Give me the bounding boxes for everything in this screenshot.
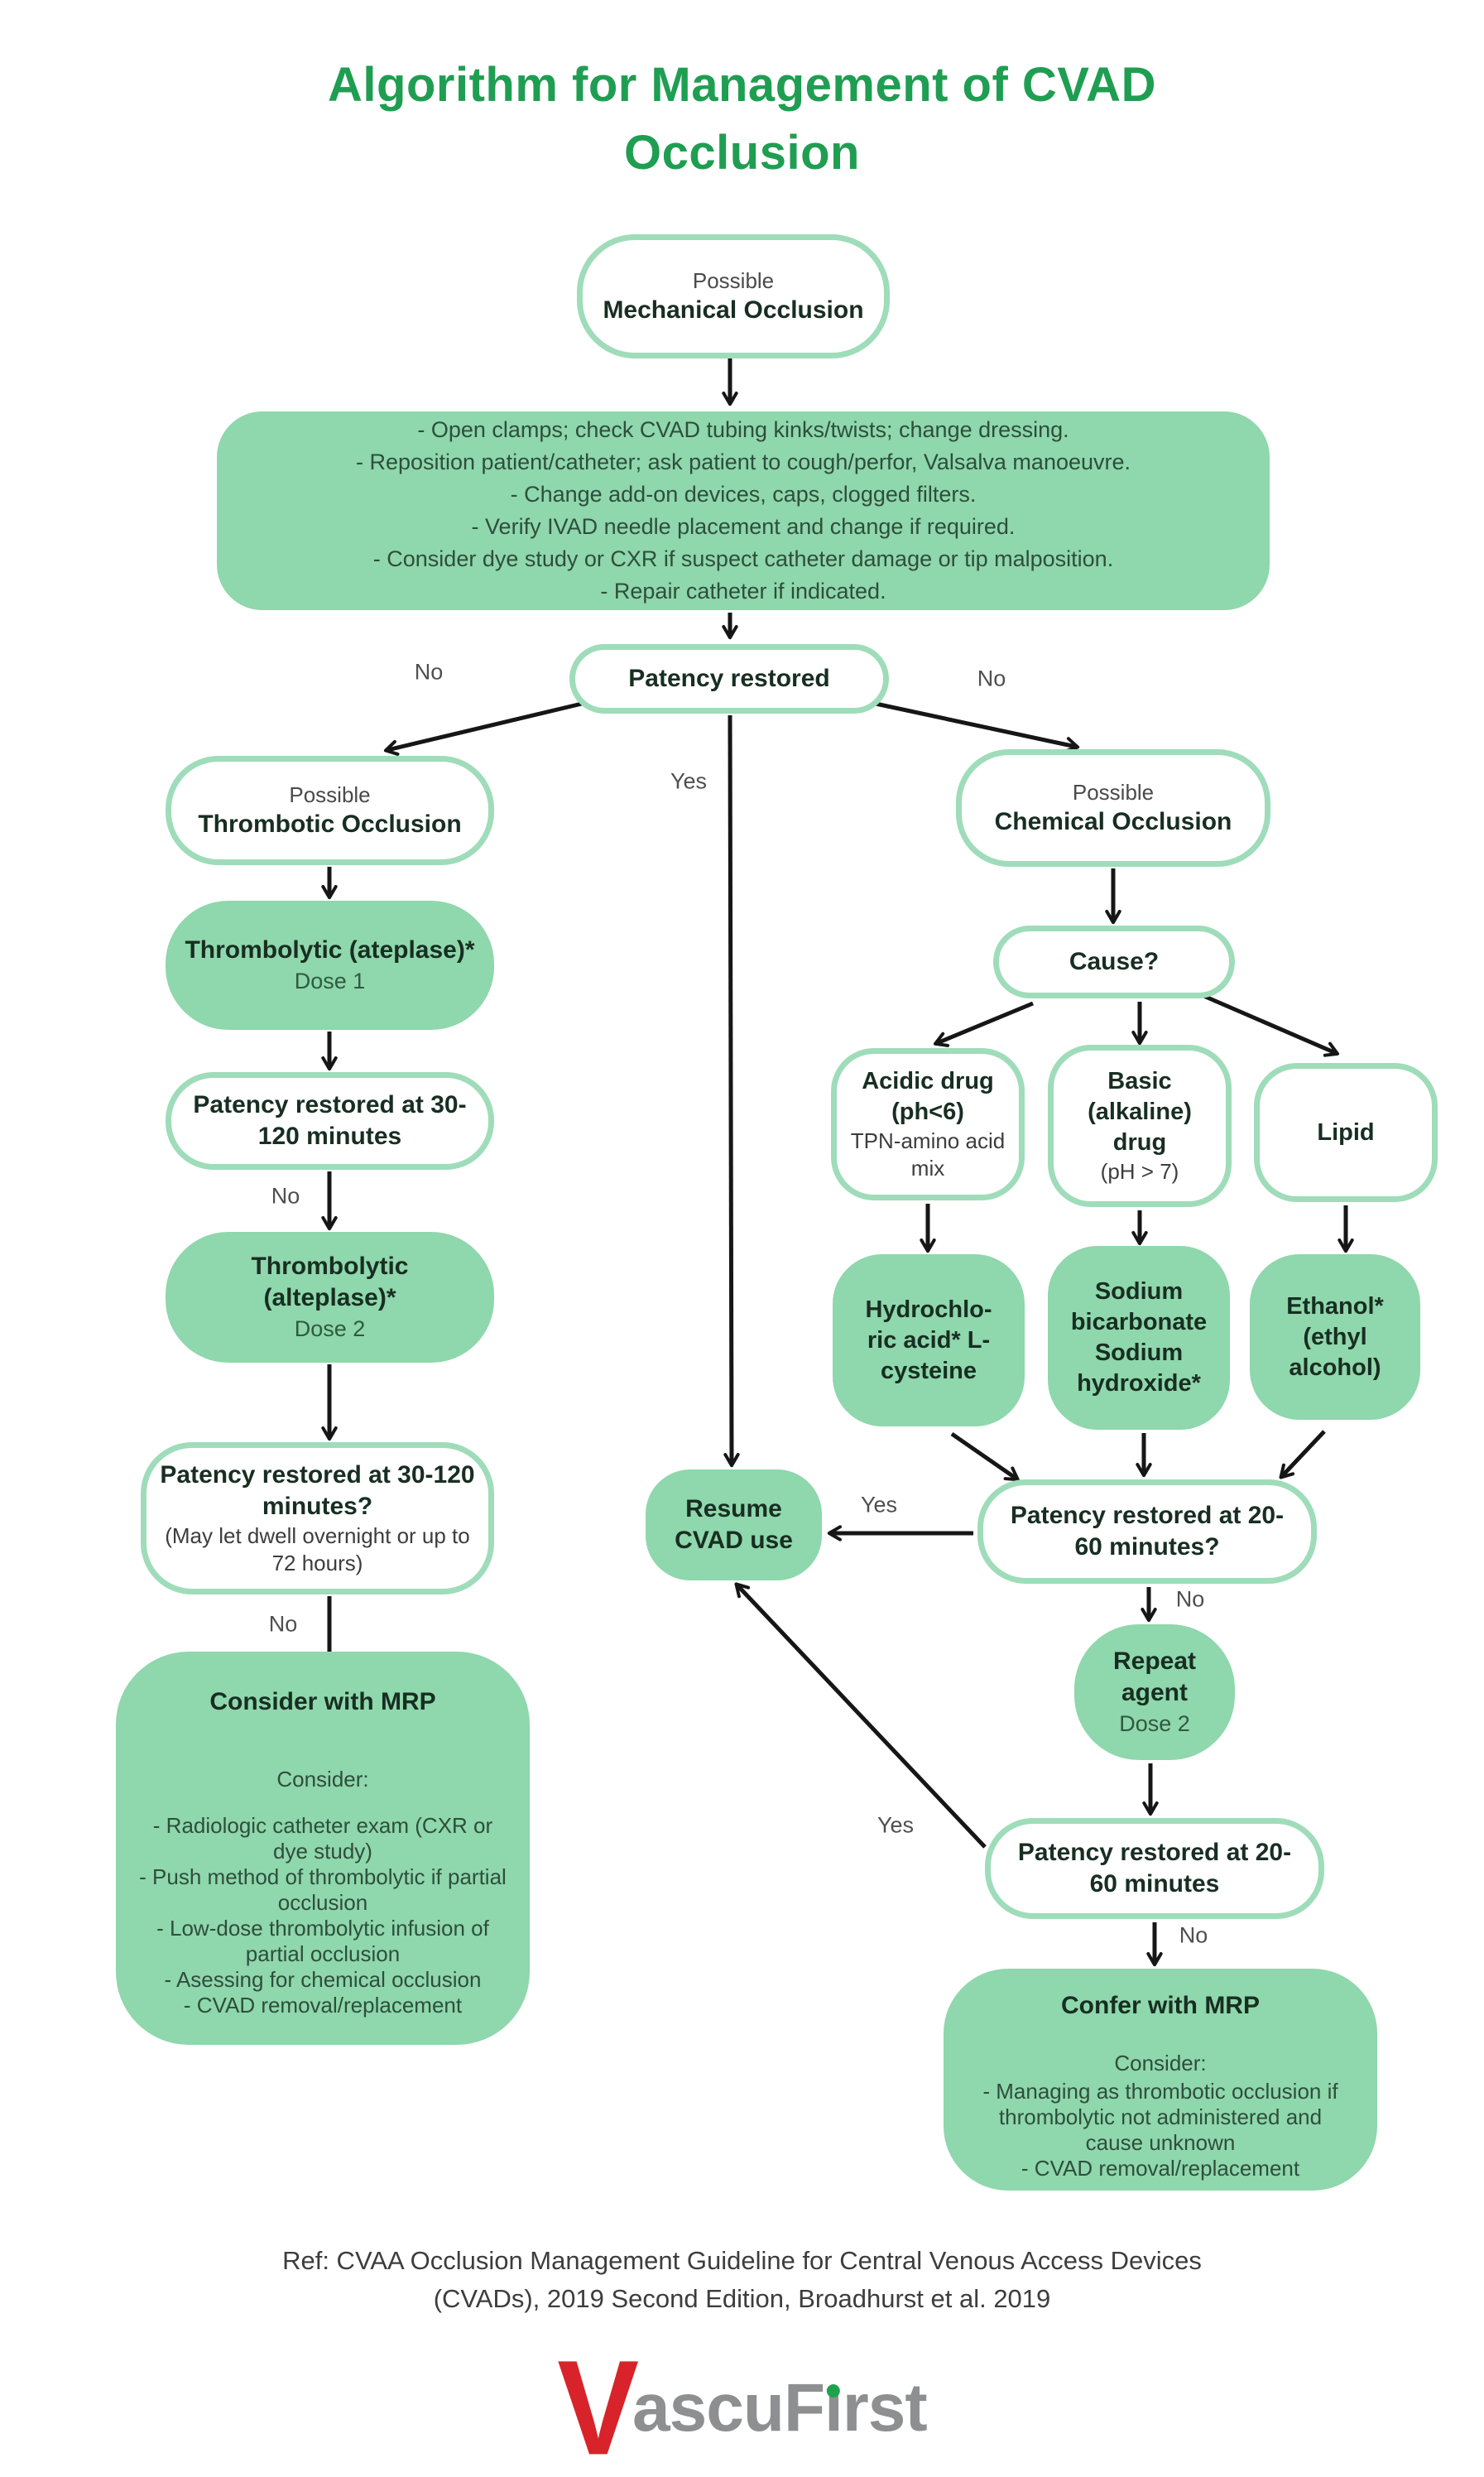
list-item: - Managing as thrombotic occlusion if th… [982, 2079, 1338, 2155]
node-possible-thrombotic-occlusion: Possible Thrombotic Occlusion [166, 756, 494, 865]
edge-label-no-dose1: No [271, 1183, 300, 1209]
node-label: Cause? [1069, 948, 1160, 975]
node-patency-20-60-question: Patency restored at 20-60 minutes? [977, 1479, 1317, 1584]
node-patency-20-60: Patency restored at 20-60 minutes [985, 1818, 1324, 1919]
list-item: - Change add-on devices, caps, clogged f… [510, 482, 977, 507]
node-intro: Consider: [1114, 2051, 1207, 2075]
node-bullet-list: - Managing as thrombotic occlusion if th… [968, 2079, 1352, 2181]
node-subtext: TPN-amino acid mix [850, 1128, 1006, 1181]
list-item: - Consider dye study or CXR if suspect c… [372, 546, 1114, 571]
list-item: Ethanol* [1286, 1292, 1384, 1320]
node-label: Thrombotic Occlusion [198, 810, 462, 838]
list-item: - CVAD removal/replacement [183, 1993, 463, 2018]
logo-letter-v: V [557, 2333, 640, 2477]
node-consider-with-mrp: Consider with MRP Consider: - Radiologic… [116, 1652, 530, 2045]
reference-text: Ref: CVAA Occlusion Management Guideline… [282, 2246, 1202, 2313]
list-item: (ethyl [1303, 1323, 1367, 1350]
node-intro: Consider: [276, 1767, 369, 1792]
node-subtext: Dose 2 [294, 1316, 366, 1341]
list-item: bicarbonate [1070, 1309, 1208, 1335]
node-label: Resume CVAD use [675, 1495, 793, 1554]
list-item: (alkaline) [1088, 1099, 1192, 1125]
node-cause: Cause? [993, 926, 1235, 998]
node-pretext: Possible [1072, 780, 1155, 805]
list-item: cysteine [880, 1357, 977, 1384]
node-patency-restored: Patency restored [569, 644, 889, 714]
list-item: ric acid* L- [867, 1326, 991, 1354]
list-item: drug [1112, 1129, 1167, 1156]
node-label: Mechanical Occlusion [603, 296, 864, 324]
node-title: Confer with MRP [1061, 1992, 1260, 2019]
node-patency-30-120-question: Patency restored at 30-120 minutes? (May… [141, 1442, 494, 1594]
node-label: Acidic drug (ph<6) [862, 1068, 994, 1125]
node-patency-30-120: Patency restored at 30-120 minutes [166, 1072, 494, 1170]
edge-label-no-repeat: No [1175, 1586, 1205, 1612]
node-ethanol: Ethanol* (ethyl alcohol) [1250, 1254, 1420, 1420]
node-label: Thrombolytic (alteplase)* [251, 1253, 409, 1311]
node-label: Patency restored at 30-120 minutes? [160, 1461, 475, 1520]
node-subtext: Dose 2 [1119, 1711, 1190, 1736]
node-possible-chemical-occlusion: Possible Chemical Occlusion [956, 749, 1270, 867]
list-item: Sodium [1094, 1340, 1184, 1366]
node-confer-with-mrp: Confer with MRP Consider: - Managing as … [944, 1969, 1377, 2191]
logo-text-ascu: ascu [632, 2370, 785, 2446]
node-label: Lipid [1317, 1118, 1375, 1146]
list-item: - Radiologic catheter exam (CXR or dye s… [152, 1813, 493, 1864]
list-item: Hydrochlo- [865, 1296, 992, 1323]
list-item: Sodium [1094, 1278, 1184, 1305]
edge-label-no-right: No [977, 666, 1006, 691]
node-subtext: Dose 1 [294, 969, 366, 993]
node-thrombolytic-dose2: Thrombolytic (alteplase)* Dose 2 [166, 1232, 494, 1363]
edge-label-no-left: No [414, 659, 444, 685]
node-label-lines: Basic (alkaline) drug [1088, 1066, 1192, 1158]
node-pretext: Possible [289, 782, 371, 807]
node-label: Chemical Occlusion [994, 808, 1232, 835]
edge-label-yes-center: Yes [670, 768, 708, 794]
edge-label-no-confer: No [1179, 1922, 1208, 1948]
node-label: Repeat agent [1112, 1647, 1197, 1706]
node-title: Consider with MRP [209, 1688, 436, 1715]
node-basic-drug: Basic (alkaline) drug (pH > 7) [1048, 1045, 1232, 1207]
logo-text-rst: rst [842, 2370, 928, 2446]
node-label: Patency restored at 20-60 minutes? [1010, 1502, 1285, 1561]
node-repeat-agent: Repeat agent Dose 2 [1074, 1624, 1235, 1760]
node-mechanical-actions: - Open clamps; check CVAD tubing kinks/t… [217, 411, 1270, 610]
node-label: Thrombolytic (ateplase)* [185, 936, 475, 964]
edge-label-no-dwell: No [268, 1611, 298, 1637]
node-lipid: Lipid [1254, 1063, 1438, 1202]
node-label: Patency restored [628, 665, 830, 692]
list-item: - Low-dose thrombolytic infusion of part… [156, 1916, 489, 1966]
node-possible-mechanical-occlusion: Possible Mechanical Occlusion [577, 234, 890, 358]
node-acidic-drug: Acidic drug (ph<6) TPN-amino acid mix [831, 1048, 1025, 1200]
node-label: Patency restored at 30-120 minutes [193, 1091, 467, 1150]
list-item: Basic [1107, 1068, 1172, 1094]
edge-label-yes-resume: Yes [860, 1492, 898, 1517]
list-item: - Reposition patient/catheter; ask patie… [355, 450, 1131, 474]
list-item: alcohol) [1289, 1354, 1381, 1381]
edge-label-yes-diagonal: Yes [876, 1812, 915, 1838]
node-resume-cvad-use: Resume CVAD use [646, 1469, 822, 1580]
node-thrombolytic-dose1: Thrombolytic (ateplase)* Dose 1 [166, 901, 494, 1030]
list-item: - Verify IVAD needle placement and chang… [471, 514, 1016, 539]
list-item: - Push method of thrombolytic if partial… [139, 1864, 507, 1915]
list-item: - CVAD removal/replacement [1021, 2156, 1300, 2181]
node-hydrochloric-acid: Hydrochlo-ric acid* L-cysteine [833, 1254, 1025, 1426]
logo-letter-f: F [783, 2370, 825, 2446]
node-bullet-list: - Radiologic catheter exam (CXR or dye s… [139, 1813, 507, 2018]
node-pretext: Possible [692, 268, 775, 293]
node-subtext: (pH > 7) [1100, 1159, 1179, 1184]
list-item: hydroxide* [1077, 1370, 1201, 1397]
node-label: Patency restored at 20-60 minutes [1017, 1839, 1292, 1897]
node-subtext: (May let dwell overnight or up to 72 hou… [165, 1523, 470, 1575]
list-item: - Repair catheter if indicated. [600, 579, 886, 604]
page-title: Algorithm for Management of CVAD Occlusi… [328, 58, 1156, 180]
logo-letter-i-green-dot-icon: ı [824, 2370, 843, 2446]
list-item: - Asessing for chemical occlusion [164, 1967, 482, 1992]
list-item: - Open clamps; check CVAD tubing kinks/t… [417, 417, 1069, 442]
